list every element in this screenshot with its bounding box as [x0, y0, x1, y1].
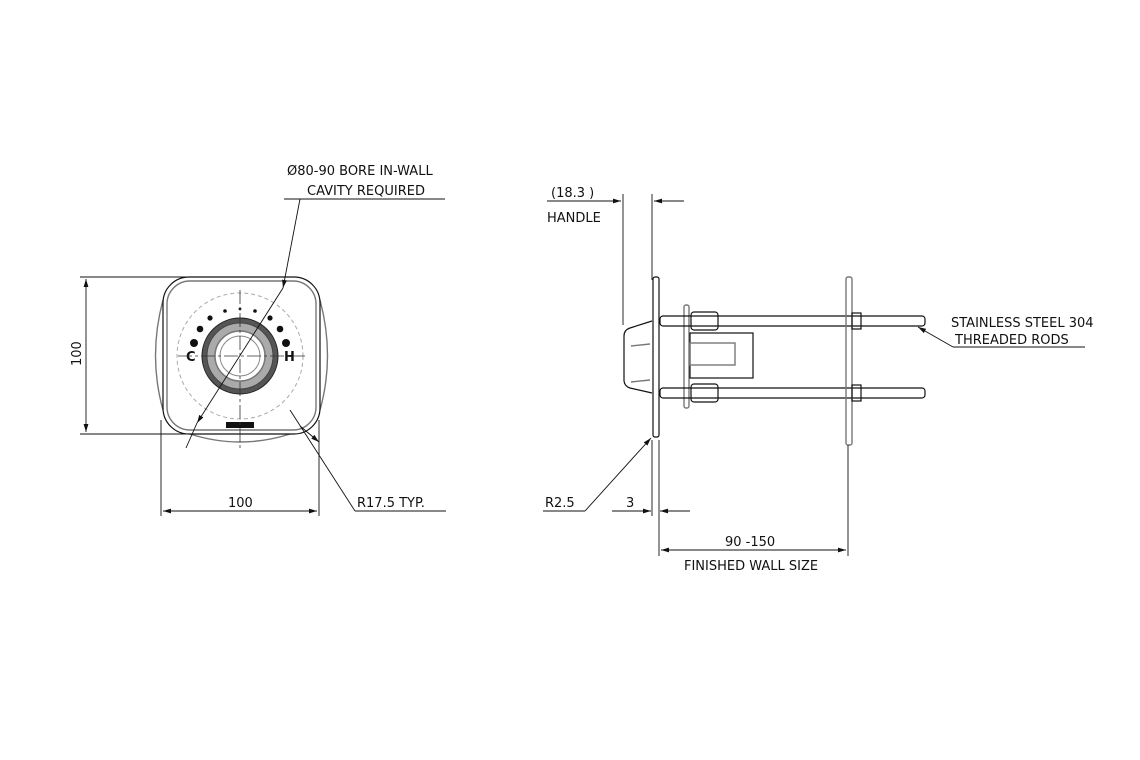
- nut-bottom-front: [690, 383, 719, 403]
- finished-wall-label: FINISHED WALL SIZE: [684, 559, 818, 574]
- wall-range-dimension: 90 -150: [725, 535, 775, 550]
- rods-note-line1: STAINLESS STEEL 304: [951, 316, 1094, 331]
- rod-bottom: [659, 387, 926, 399]
- valve-stem: [689, 342, 736, 366]
- height-dimension: 100: [70, 341, 85, 366]
- handle-cone: [623, 320, 653, 394]
- valve-body: [689, 332, 754, 379]
- radius-note: R17.5 TYP.: [357, 496, 425, 511]
- nut-bottom-back: [851, 384, 862, 402]
- edge-radius: R2.5: [545, 496, 575, 511]
- rod-top: [659, 315, 926, 327]
- width-dimension: 100: [228, 496, 253, 511]
- bore-note-line1: Ø80-90 BORE IN-WALL: [287, 164, 433, 179]
- side-view: (18.3 ) HANDLE R2.5 3 90 -150 FINISHED W…: [543, 186, 1094, 574]
- trim-plate-outline: [162, 276, 321, 435]
- front-view: C H 100 100 Ø80-90 BORE IN-WALL CAVITY R…: [70, 164, 446, 516]
- inner-plate: [683, 304, 690, 409]
- dial-hot-label: H: [284, 350, 295, 365]
- wall-plate: [652, 276, 660, 438]
- plate-thickness: 3: [626, 496, 634, 511]
- handle-dimension: (18.3 ): [551, 186, 594, 201]
- nut-top-front: [690, 311, 719, 331]
- temperature-dots: [190, 307, 290, 347]
- rods-note-line2: THREADED RODS: [954, 333, 1069, 348]
- trim-plate-inner: [166, 280, 317, 431]
- dial-cold-label: C: [186, 350, 196, 365]
- back-plate: [845, 276, 853, 446]
- handle-label: HANDLE: [547, 211, 601, 226]
- bore-note-line2: CAVITY REQUIRED: [307, 184, 425, 199]
- nut-top-back: [851, 312, 862, 330]
